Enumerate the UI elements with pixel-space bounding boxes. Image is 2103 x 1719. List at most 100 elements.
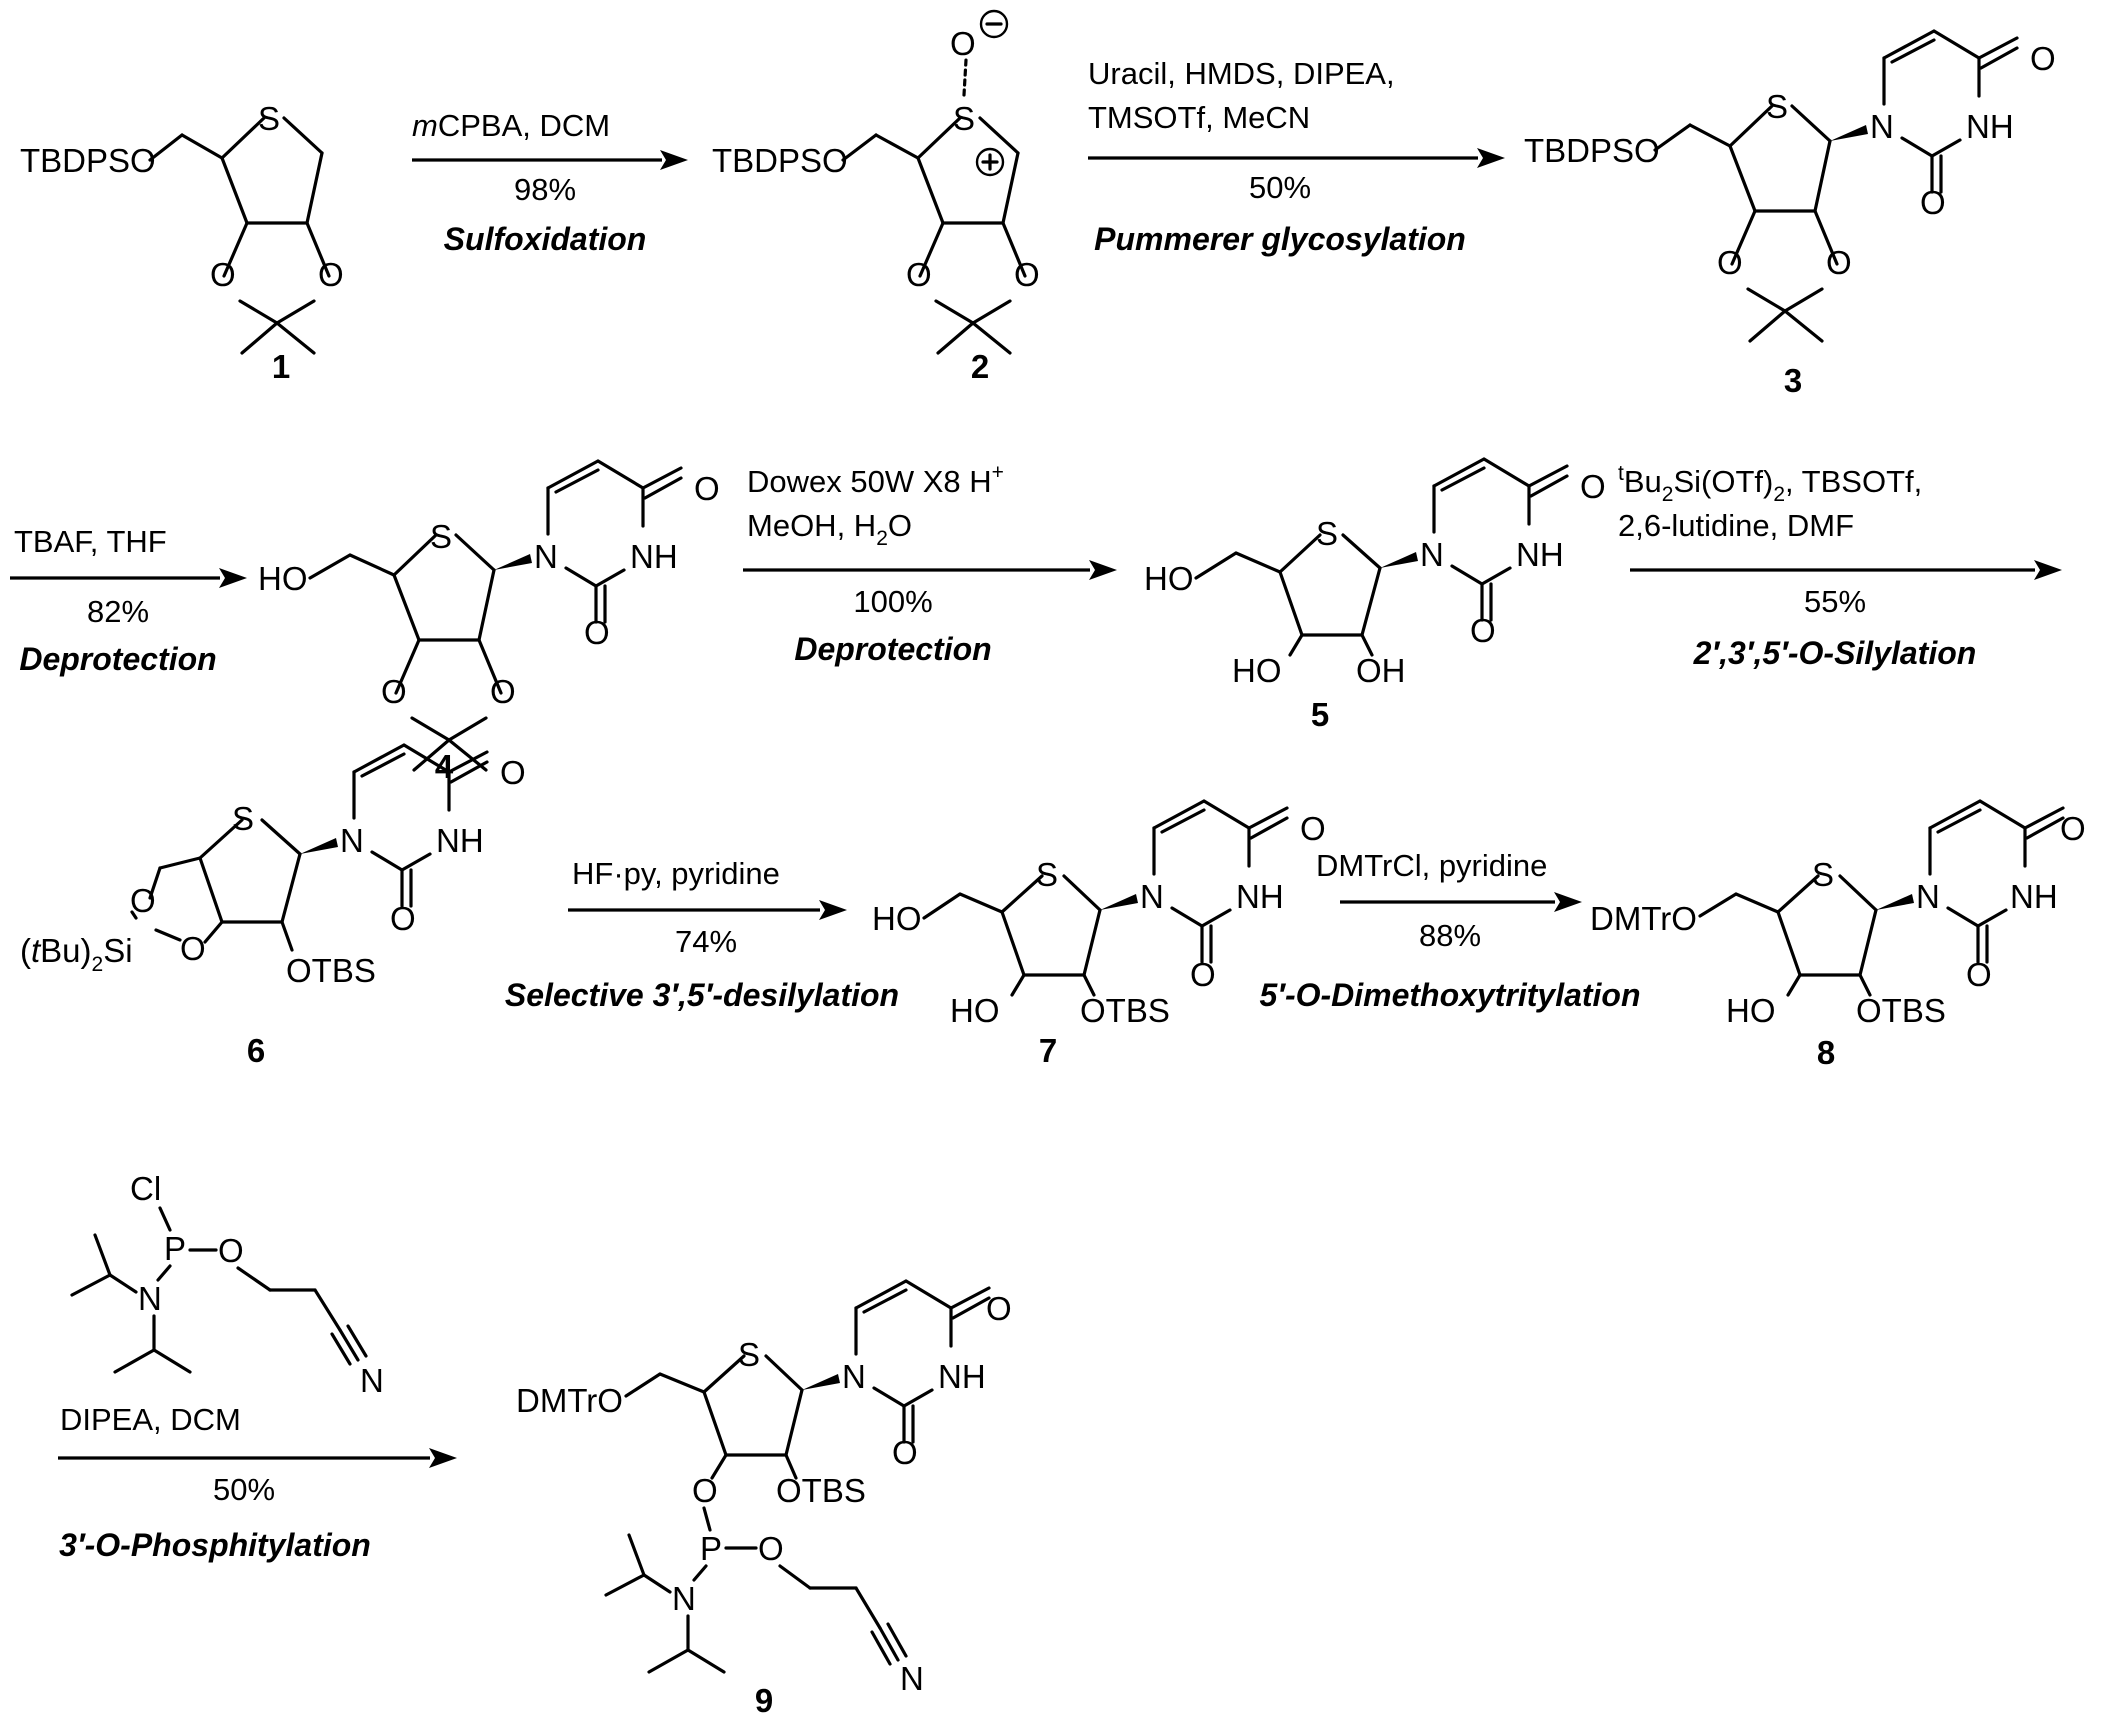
tbdpso-label: TBDPSO xyxy=(1524,132,1660,169)
nitrogen-label: N xyxy=(672,1580,696,1617)
nitrogen-label: N xyxy=(138,1280,162,1317)
step-name: 3′-O-Phosphitylation xyxy=(59,1527,371,1563)
compound-4: HO S N O NH O O O 4 xyxy=(258,459,720,785)
yield-label: 100% xyxy=(853,584,932,619)
hydroxyl-label: HO xyxy=(950,992,1000,1029)
oxygen-label: O xyxy=(692,1472,718,1509)
compound-1: TBDPSO S O O 1 xyxy=(20,100,344,385)
otbs-label: OTBS xyxy=(1856,992,1946,1029)
nh-label: NH xyxy=(938,1358,986,1395)
step-name: 5′-O-Dimethoxytritylation xyxy=(1259,977,1640,1013)
carbonyl-oxygen: O xyxy=(892,1434,918,1471)
n1-label: N xyxy=(534,538,558,575)
dmtro-label: DMTrO xyxy=(1590,900,1697,937)
sulfur-label: S xyxy=(1812,856,1834,893)
reaction-step-1: mCPBA, DCM 98% Sulfoxidation xyxy=(412,108,688,257)
tbdpso-label: TBDPSO xyxy=(712,142,848,179)
step-name: Deprotection xyxy=(794,631,991,667)
oxygen-label: O xyxy=(758,1530,784,1567)
chlorine-label: Cl xyxy=(130,1170,161,1207)
carbonyl-oxygen: O xyxy=(500,754,526,791)
reagents-line: 2,6-lutidine, DMF xyxy=(1618,508,1854,543)
n1-label: N xyxy=(1420,536,1444,573)
nh-label: NH xyxy=(2010,878,2058,915)
step-name: Sulfoxidation xyxy=(444,221,647,257)
hydroxyl-label: HO xyxy=(1144,560,1194,597)
oxygen-label: O xyxy=(1014,256,1040,293)
n1-label: N xyxy=(1916,878,1940,915)
sulfur-label: S xyxy=(1316,515,1338,552)
nh-label: NH xyxy=(630,538,678,575)
oxygen-label: O xyxy=(490,673,516,710)
oxygen-label: O xyxy=(210,256,236,293)
oxygen-label: O xyxy=(381,673,407,710)
compound-9: DMTrO S N O NH O OTBS O P O N N 9 xyxy=(516,1279,1012,1719)
carbonyl-oxygen: O xyxy=(1300,810,1326,847)
otbs-label: OTBS xyxy=(286,952,376,989)
reaction-step-6: HF·py, pyridine 74% Selective 3′,5′-desi… xyxy=(505,856,899,1013)
hydroxyl-label: HO xyxy=(258,560,308,597)
n1-label: N xyxy=(1140,878,1164,915)
compound-number-3: 3 xyxy=(1784,362,1802,399)
sulfur-label: S xyxy=(1766,88,1788,125)
phosphorus-label: P xyxy=(164,1230,186,1267)
reagents-label: DIPEA, DCM xyxy=(60,1402,241,1437)
compound-number-2: 2 xyxy=(971,348,989,385)
step-name: Pummerer glycosylation xyxy=(1094,221,1466,257)
yield-label: 98% xyxy=(514,172,576,207)
compound-8: DMTrO S N O NH O HO OTBS 8 xyxy=(1590,799,2086,1071)
nh-label: NH xyxy=(436,822,484,859)
nh-label: NH xyxy=(1516,536,1564,573)
oxygen-label: O xyxy=(318,256,344,293)
n1-label: N xyxy=(842,1358,866,1395)
compound-5: HO S N O NH O HO OH 5 xyxy=(1144,457,1606,733)
sulfur-label: S xyxy=(1036,856,1058,893)
oxygen-label: O xyxy=(218,1232,244,1269)
reaction-step-8: DIPEA, DCM 50% 3′-O-Phosphitylation xyxy=(58,1402,457,1563)
phosphorus-label: P xyxy=(700,1530,722,1567)
sulfur-label: S xyxy=(738,1336,760,1373)
carbonyl-oxygen: O xyxy=(390,900,416,937)
n1-label: N xyxy=(340,822,364,859)
carbonyl-oxygen: O xyxy=(2030,40,2056,77)
compound-3: TBDPSO S N O NH O O O 3 xyxy=(1524,29,2056,399)
sulfur-label: S xyxy=(258,100,280,137)
sulfur-label: S xyxy=(953,100,975,137)
oxygen-label: O xyxy=(906,256,932,293)
reagents-label: mCPBA, DCM xyxy=(412,108,610,143)
step-name: Deprotection xyxy=(19,641,216,677)
yield-label: 82% xyxy=(87,594,149,629)
compound-number-5: 5 xyxy=(1311,696,1329,733)
step-name: 2′,3′,5′-O-Silylation xyxy=(1693,635,1977,671)
n1-label: N xyxy=(1870,108,1894,145)
reagents-line: Uracil, HMDS, DIPEA, xyxy=(1088,56,1395,91)
yield-label: 55% xyxy=(1804,584,1866,619)
carbonyl-oxygen: O xyxy=(694,470,720,507)
yield-label: 50% xyxy=(213,1472,275,1507)
compound-number-7: 7 xyxy=(1039,1032,1057,1069)
reaction-step-2: Uracil, HMDS, DIPEA, TMSOTf, MeCN 50% Pu… xyxy=(1088,56,1505,257)
sulfur-label: S xyxy=(232,800,254,837)
compound-number-1: 1 xyxy=(272,348,290,385)
otbs-label: OTBS xyxy=(776,1472,866,1509)
carbonyl-oxygen: O xyxy=(2060,810,2086,847)
nitrogen-label: N xyxy=(900,1660,924,1697)
reaction-step-7: DMTrCl, pyridine 88% 5′-O-Dimethoxytrity… xyxy=(1259,848,1640,1013)
compound-number-9: 9 xyxy=(755,1682,773,1719)
reagents-label: HF·py, pyridine xyxy=(572,856,780,891)
otbs-label: OTBS xyxy=(1080,992,1170,1029)
phosphitylating-reagent: Cl P O N N xyxy=(70,1170,384,1399)
hydroxyl-label: HO xyxy=(1726,992,1776,1029)
reaction-step-3: TBAF, THF 82% Deprotection xyxy=(10,524,247,677)
tbdpso-label: TBDPSO xyxy=(20,142,156,179)
reaction-step-5: tBu2Si(OTf)2, TBSOTf, 2,6-lutidine, DMF … xyxy=(1618,462,2062,671)
di-tert-butyl-silyl: (tBu)2Si xyxy=(20,932,133,976)
oxygen-label: O xyxy=(1826,244,1852,281)
carbonyl-oxygen: O xyxy=(1470,612,1496,649)
oxygen-label: O xyxy=(1717,244,1743,281)
nitrogen-label: N xyxy=(360,1362,384,1399)
sulfur-label: S xyxy=(430,518,452,555)
dmtro-label: DMTrO xyxy=(516,1382,623,1419)
compound-7: HO S N O NH O HO OTBS 7 xyxy=(872,799,1326,1069)
